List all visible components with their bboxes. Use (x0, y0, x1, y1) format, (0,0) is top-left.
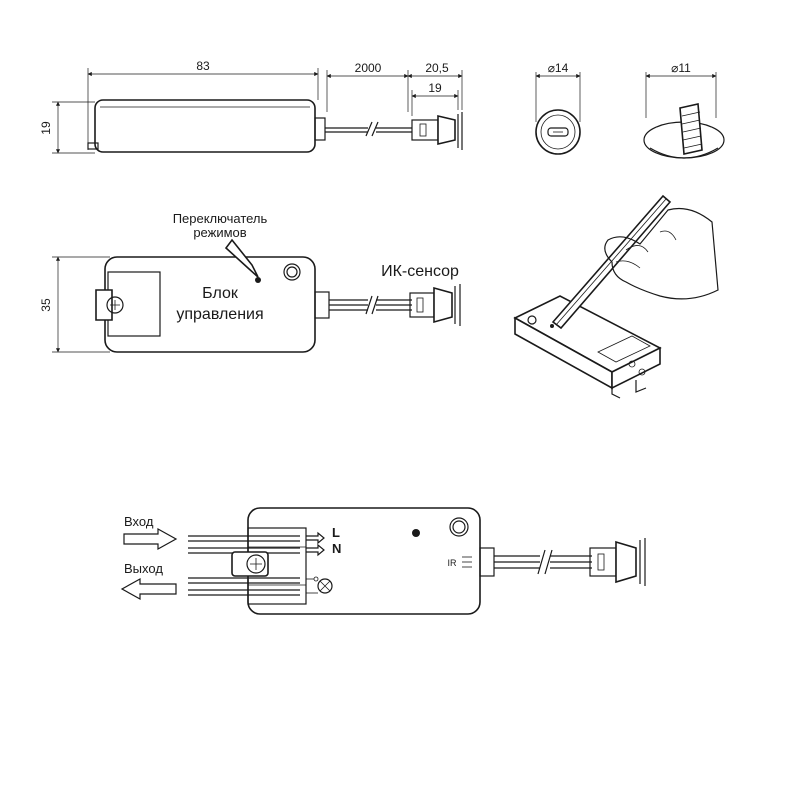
dim-width-value: 35 (39, 298, 53, 312)
dim-height: 19 (39, 101, 95, 154)
input-arrow: Вход (123, 514, 178, 551)
dim-length: 83 (87, 59, 319, 150)
ir-mark: IR (448, 558, 458, 568)
dim-sensor-length: 20,5 (407, 61, 463, 110)
sensor-front-view: ⌀14 (535, 61, 581, 155)
terminal-l-label: L (332, 525, 340, 540)
output-label: Выход (124, 561, 163, 576)
lamp-symbol (317, 578, 333, 594)
dim-sensor-body-value: 19 (428, 81, 442, 95)
input-label: Вход (124, 514, 154, 529)
dim-width: 35 (39, 256, 110, 353)
dim-hole-diameter-value: ⌀11 (671, 61, 691, 75)
mounting-hole-view: ⌀11 (643, 61, 725, 159)
top-view: 35 Переключатель режимов Блок управления… (39, 211, 461, 353)
dim-height-value: 19 (39, 121, 53, 135)
dim-length-value: 83 (196, 59, 210, 73)
output-arrow: Выход (120, 561, 177, 601)
mode-switch-label-1: Переключатель (173, 211, 268, 226)
control-unit-label-2: управления (176, 306, 263, 323)
dim-sensor-diameter-value: ⌀14 (548, 61, 569, 75)
control-unit-wiring (247, 507, 481, 615)
dim-sensor-length-value: 20,5 (425, 61, 449, 75)
side-view: 83 19 2000 (39, 59, 463, 154)
wiring-diagram: L N IR Вход (120, 507, 646, 615)
control-unit-side (94, 99, 316, 153)
dim-sensor-body: 19 (411, 81, 459, 116)
mode-switch-label-2: режимов (193, 225, 246, 240)
ir-sensor-label: ИК-сенсор (381, 263, 459, 280)
dim-cable-value: 2000 (355, 61, 382, 75)
control-unit-label-1: Блок (202, 285, 239, 302)
dim-cable: 2000 (326, 61, 409, 112)
isometric-view (513, 194, 719, 399)
terminal-n-label: N (332, 541, 341, 556)
mode-switch-dot (255, 277, 261, 283)
